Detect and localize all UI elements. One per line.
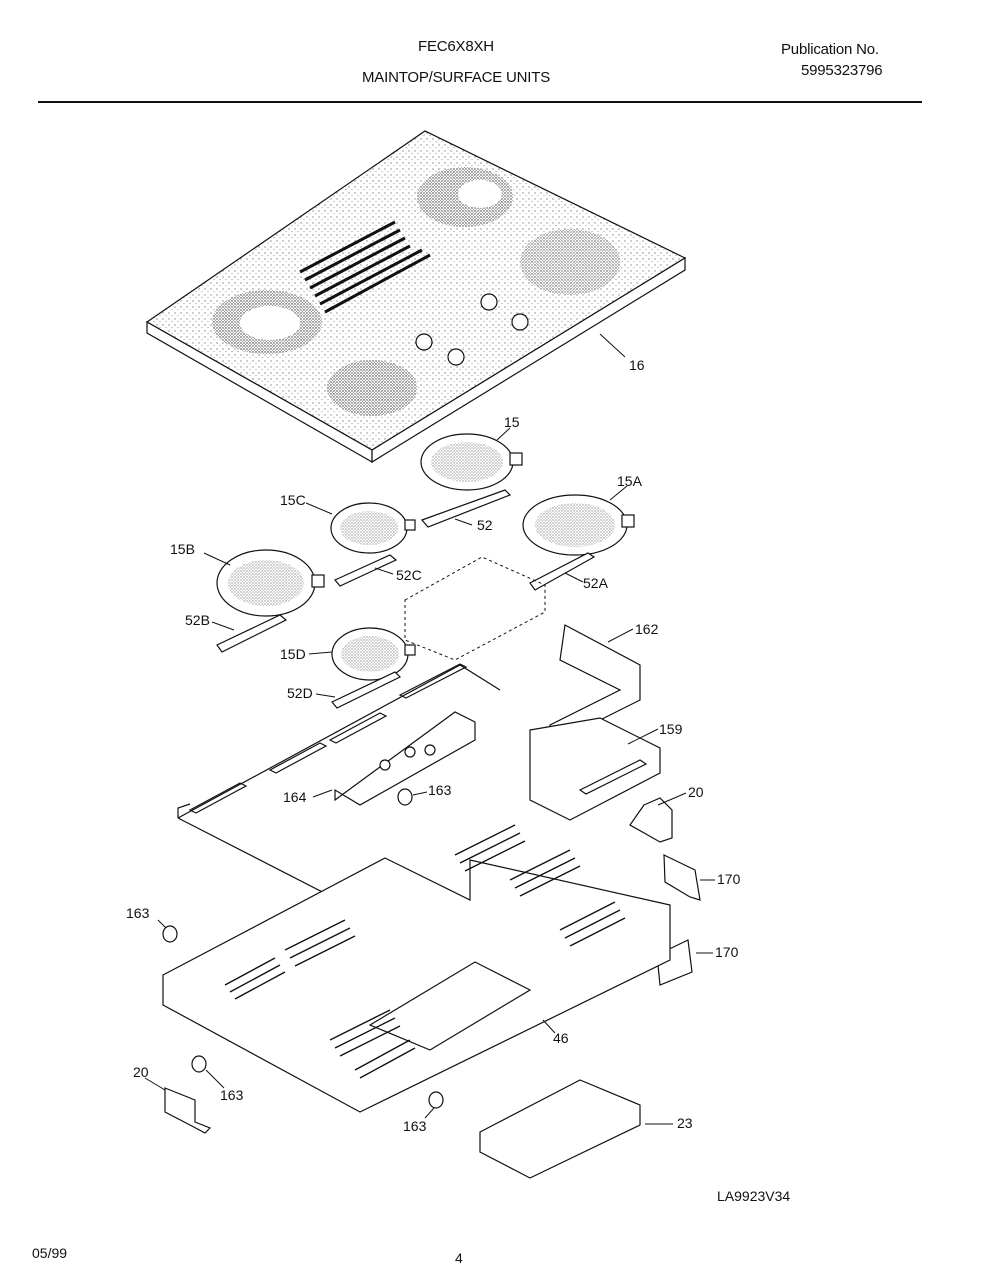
callout-15: 15 xyxy=(504,414,520,430)
publication-label: Publication No. xyxy=(781,41,879,58)
hinge-bracket-20 xyxy=(629,797,673,843)
callout-164: 164 xyxy=(283,789,307,805)
callout-170: 170 xyxy=(717,871,741,887)
cover-plate-23 xyxy=(479,1079,641,1179)
callout-162: 162 xyxy=(635,621,659,637)
publication-number: 5995323796 xyxy=(801,62,883,79)
leader-lines xyxy=(144,427,715,1125)
burner-box-46 xyxy=(162,857,671,1113)
callout-159: 159 xyxy=(659,721,683,737)
drawing-code: LA9923V34 xyxy=(717,1188,791,1204)
callout-20: 20 xyxy=(688,784,704,800)
callout-52C: 52C xyxy=(396,567,422,583)
surface-unit-15 xyxy=(420,433,523,528)
channel-164 xyxy=(334,711,476,806)
callout-52D: 52D xyxy=(287,685,313,701)
hinge-bracket-20 xyxy=(164,1087,212,1134)
callout-163: 163 xyxy=(220,1087,244,1103)
callout-15D: 15D xyxy=(280,646,306,662)
callout-52A: 52A xyxy=(583,575,609,591)
switch-box xyxy=(404,556,546,661)
callout-46: 46 xyxy=(553,1030,569,1046)
model-number: FEC6X8XH xyxy=(418,38,494,55)
knob-hole xyxy=(447,348,465,366)
leader-line xyxy=(599,333,626,358)
callout-163: 163 xyxy=(126,905,150,921)
tray-159 xyxy=(529,717,661,821)
callout-15C: 15C xyxy=(280,492,306,508)
burner-ring-front xyxy=(327,360,417,416)
callout-170: 170 xyxy=(715,944,739,960)
surface-unit-15A xyxy=(522,494,635,591)
header-rule xyxy=(38,101,922,103)
grommet-163 xyxy=(191,1055,207,1073)
callout-15B: 15B xyxy=(170,541,195,557)
knob-hole xyxy=(480,293,498,311)
knob-hole xyxy=(415,333,433,351)
callout-52: 52 xyxy=(477,517,493,533)
callout-16: 16 xyxy=(629,357,645,373)
burner-ring-right xyxy=(520,229,620,295)
grommet-163 xyxy=(397,788,413,806)
callout-163: 163 xyxy=(403,1118,427,1134)
callout-15A: 15A xyxy=(617,473,643,489)
maintop-glass xyxy=(145,130,687,464)
grommet-163 xyxy=(162,925,178,943)
callout-52B: 52B xyxy=(185,612,210,628)
section-title: MAINTOP/SURFACE UNITS xyxy=(362,69,551,86)
surface-unit-15D xyxy=(331,627,416,709)
callout-23: 23 xyxy=(677,1115,693,1131)
page-number: 4 xyxy=(455,1250,463,1266)
vent-slot-array xyxy=(224,824,626,1079)
callout-20: 20 xyxy=(133,1064,149,1080)
clip-170 xyxy=(663,854,701,901)
surface-unit-15C xyxy=(330,502,416,587)
vent-slots xyxy=(299,220,431,314)
grommet-163 xyxy=(428,1091,444,1109)
surface-unit-15B xyxy=(216,549,325,653)
callout-163: 163 xyxy=(428,782,452,798)
knob-hole xyxy=(511,313,529,331)
publication-date: 05/99 xyxy=(32,1245,68,1261)
